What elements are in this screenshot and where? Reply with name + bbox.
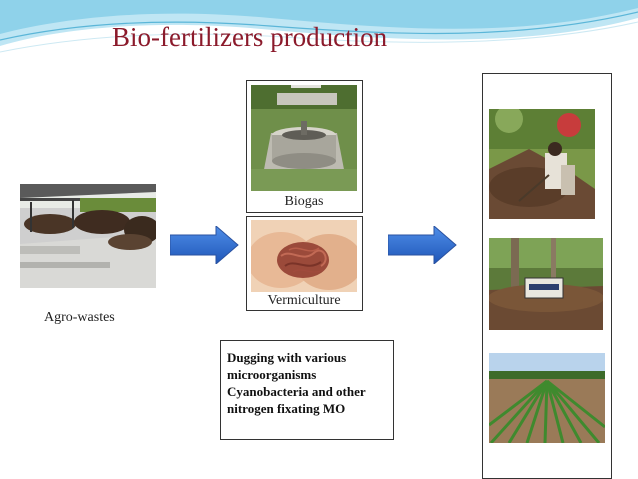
vermi-compost-bed-photo xyxy=(489,238,603,330)
compost-turning-photo xyxy=(489,109,595,219)
description-line: Cyanobacteria and other xyxy=(227,384,366,399)
agro-wastes-photo xyxy=(20,184,156,288)
agro-wastes-caption: Agro-wastes xyxy=(44,310,115,325)
description-line: Dugging with various xyxy=(227,350,347,365)
description-line: microorganisms xyxy=(227,367,317,382)
biogas-caption: Biogas xyxy=(284,194,324,209)
description-line: nitrogen fixating MO xyxy=(227,401,346,416)
crop-field-photo xyxy=(489,353,605,443)
right-arrow-icon xyxy=(170,226,239,264)
header-wave-decoration xyxy=(0,0,638,53)
slide-title: Bio-fertilizers production xyxy=(112,22,388,52)
biogas-photo xyxy=(251,85,357,191)
vermiculture-photo xyxy=(251,220,357,292)
process-description-box: Dugging with various microorganisms Cyan… xyxy=(220,340,394,440)
right-arrow-icon xyxy=(388,226,457,264)
vermiculture-caption: Vermiculture xyxy=(267,293,341,308)
